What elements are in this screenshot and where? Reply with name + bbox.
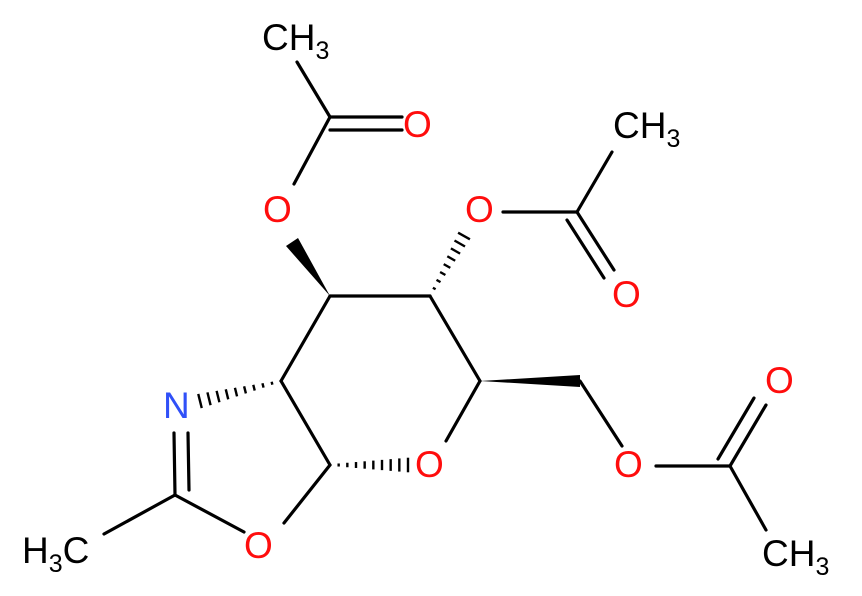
hash-c6-o-stripe (450, 247, 461, 255)
bonds (102, 60, 768, 536)
bond-methyl-carbonyl-top (295, 60, 332, 119)
atom-oxygen-ester-top: O (263, 189, 292, 230)
hash-c3a-n-stripe (224, 389, 230, 400)
hash-c3a-n-stripe (242, 386, 248, 394)
bond-c6-c5 (428, 294, 482, 383)
hash-c6-o-stripe (457, 231, 471, 241)
atom-oxygen-oxazoline: O (244, 525, 273, 566)
atom-nitrogen: N (163, 385, 190, 426)
bond-carbonyl-o-bottom-b (716, 396, 756, 461)
bond-carbonyl-ester-top (292, 115, 332, 186)
hash-c3a-n-stripe (270, 381, 274, 385)
atom-oxygen-ester-right: O (465, 189, 494, 230)
atom-oxygen-carbonyl-bottom: O (765, 360, 794, 401)
atom-ch3-right: CH3 (613, 105, 680, 153)
hash-c6-o-stripe (439, 270, 446, 277)
hash-c3a-n-stripe (197, 393, 203, 409)
bond-c5-ring-o (444, 379, 482, 443)
bond-carbonyl-methyl-right (575, 150, 614, 214)
bond-c2-n-b (186, 431, 191, 492)
hash-c6-o-stripe (453, 239, 466, 248)
wedge-c5-ch2 (480, 375, 580, 387)
hash-c6-o-stripe (432, 286, 437, 291)
hash-c6-o-stripe (446, 255, 456, 262)
hash-c3a-n-stripe (261, 382, 265, 388)
atom-oxygen-ring: O (415, 444, 444, 485)
hash-c3a-n-stripe (252, 384, 256, 391)
hash-c6-o-stripe (443, 263, 451, 269)
bond-c3a-c7a (279, 379, 332, 467)
hash-c3a-n-stripe (233, 387, 239, 397)
hash-c3a-n-stripe (215, 390, 221, 403)
bond-c7-c3a (279, 294, 332, 383)
bond-carbonyl-o-bottom-a (728, 403, 768, 468)
bond-c2-methyl (102, 493, 177, 536)
bond-c7a-ox-o (282, 463, 332, 525)
hash-c3a-n-stripe (206, 392, 212, 406)
bond-carbonyl-o-right-b (565, 218, 606, 280)
atom-oxygen-carbonyl-top: O (403, 104, 432, 145)
bond-carbonyl-methyl-bottom (728, 464, 768, 532)
hash-bonds (197, 231, 471, 473)
bond-c2-n-a (172, 431, 177, 497)
atom-oxygen-carbonyl-right: O (612, 274, 641, 315)
atom-ch3-bottom: CH3 (762, 533, 829, 581)
wedge-bonds (286, 238, 580, 387)
hash-c6-o-stripe (435, 278, 442, 284)
atom-h3c-left: H3C (22, 530, 89, 578)
atom-oxygen-ester-bottom: O (614, 444, 643, 485)
bond-ox-o-c2 (173, 493, 246, 534)
atom-ch3-top: CH3 (262, 17, 329, 65)
bond-carbonyl-o-right-a (575, 210, 616, 272)
bond-ch2-o (578, 379, 624, 448)
atom-labels: CH3 CH3 CH3 H3C O O O O O O O O N (22, 17, 829, 581)
wedge-c7-o (286, 238, 330, 296)
